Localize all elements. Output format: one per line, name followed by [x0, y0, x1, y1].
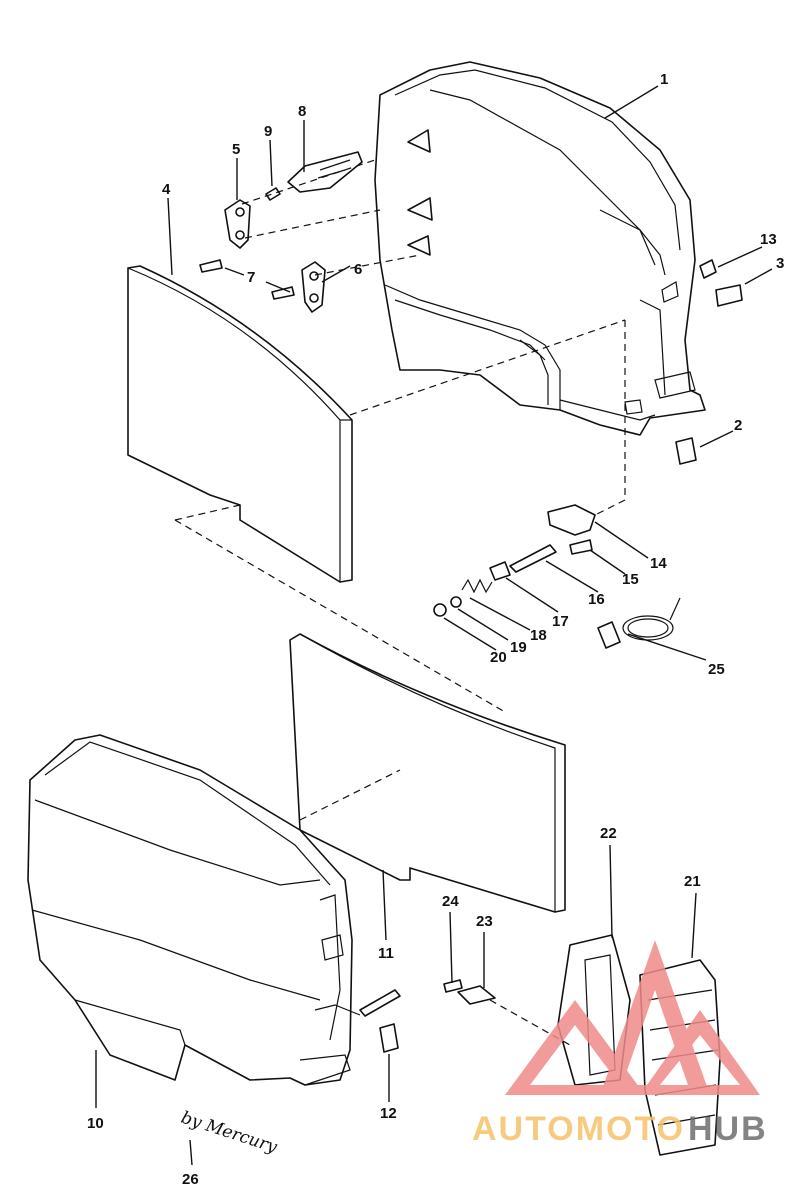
- washer-19: [450, 596, 462, 608]
- hinge-plate-8: [287, 151, 363, 193]
- callout-4: 4: [162, 181, 171, 198]
- block-2: [675, 437, 697, 465]
- callout-6: 6: [354, 261, 362, 278]
- watermark-brand-right: HUB: [688, 1110, 768, 1148]
- pad-3: [715, 284, 743, 307]
- callout-18: 18: [530, 627, 547, 644]
- hinge-bracket-5: [224, 199, 251, 249]
- collar-17: [489, 561, 511, 581]
- rod-assembly-lower: [359, 989, 401, 1017]
- callout-25: 25: [708, 661, 725, 678]
- callout-16: 16: [588, 591, 605, 608]
- callout-19: 19: [510, 639, 527, 656]
- cable-25: [597, 597, 681, 649]
- callout-1: 1: [660, 71, 668, 88]
- callout-23: 23: [476, 913, 493, 930]
- callout-21: 21: [684, 873, 701, 890]
- block-12: [379, 1023, 399, 1053]
- callout-24: 24: [442, 893, 459, 910]
- callout-5: 5: [232, 141, 240, 158]
- callout-2: 2: [734, 417, 742, 434]
- watermark-brand-left: AUTOMOTO: [472, 1110, 685, 1148]
- callout-13: 13: [760, 231, 777, 248]
- callout-14: 14: [650, 555, 667, 572]
- callout-7: 7: [247, 269, 255, 286]
- callout-labels: 1 2 3 4 5 6 7 8 9 10 11 12 13 14 15 16 1…: [87, 71, 784, 1188]
- callout-17: 17: [552, 613, 569, 630]
- hinge-bracket-6: [301, 261, 326, 313]
- callout-3: 3: [776, 255, 784, 272]
- rod-16: [509, 544, 557, 573]
- lower-panel-part: [289, 633, 566, 913]
- bottom-cowl-part: [27, 734, 361, 1086]
- callout-9: 9: [264, 123, 272, 140]
- screw-15: [569, 539, 593, 555]
- top-cowl-part: [374, 61, 706, 436]
- nut-20: [433, 603, 447, 617]
- watermark-logo: AUTOMOTO HUB: [472, 940, 768, 1148]
- spring-18: [461, 578, 493, 594]
- bumper-13: [699, 259, 717, 279]
- latch-14: [547, 504, 596, 536]
- callout-8: 8: [298, 103, 306, 120]
- leader-lines: [95, 85, 773, 1166]
- callout-26: 26: [182, 1171, 199, 1188]
- upper-panel-part: [127, 265, 353, 583]
- bracket-23: [457, 985, 496, 1005]
- mercury-decal-text: by Mercury: [178, 1108, 279, 1158]
- callout-11: 11: [378, 945, 394, 962]
- callout-15: 15: [622, 571, 639, 588]
- screw-9: [265, 187, 281, 201]
- screw-24: [443, 979, 463, 993]
- screws-7: [199, 259, 295, 300]
- callout-10: 10: [87, 1115, 104, 1132]
- callout-22: 22: [600, 825, 617, 842]
- callout-12: 12: [380, 1105, 397, 1122]
- callout-20: 20: [490, 649, 507, 666]
